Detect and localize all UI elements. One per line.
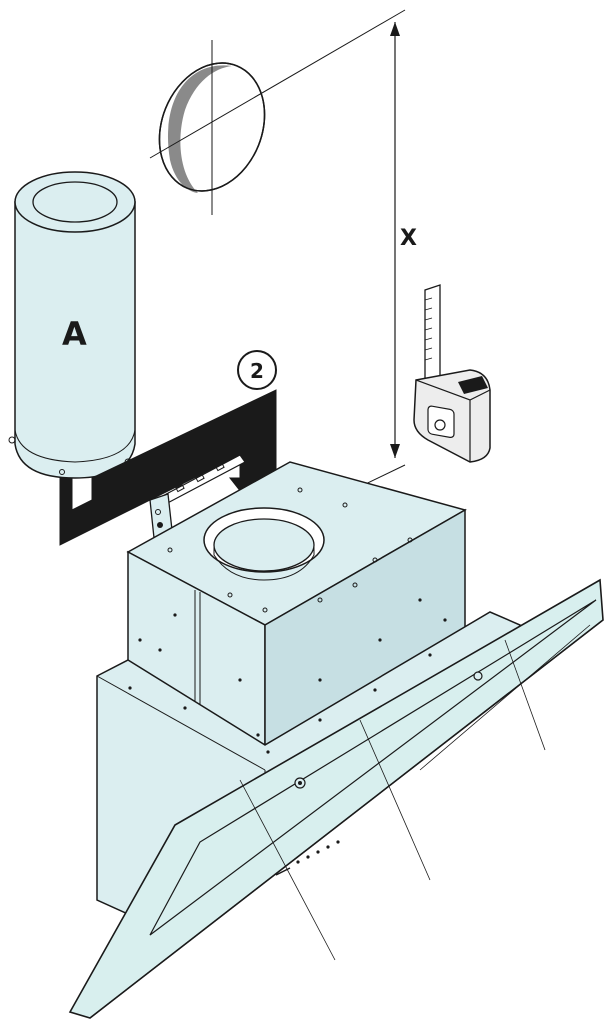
chimney-cylinder: A bbox=[8, 171, 136, 479]
distance-dimension: X bbox=[259, 22, 417, 536]
ceiling-duct-opening bbox=[149, 9, 406, 215]
distance-label: X bbox=[400, 226, 417, 251]
glass-panel bbox=[68, 578, 604, 1019]
step-number: 2 bbox=[250, 359, 264, 383]
tape-measure-icon bbox=[413, 284, 491, 463]
step-badge: 2 bbox=[237, 350, 277, 390]
control-buttons bbox=[275, 840, 340, 876]
chimney-label: A bbox=[62, 315, 87, 353]
motor-housing bbox=[126, 461, 467, 747]
